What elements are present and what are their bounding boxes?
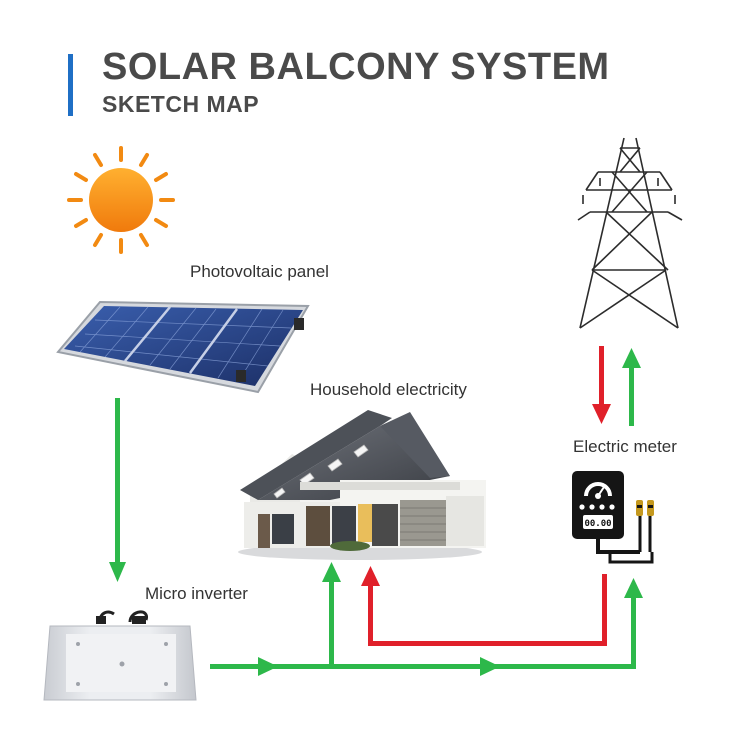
micro-inverter-icon	[43, 610, 197, 701]
electric-meter-icon: 00.00	[572, 471, 654, 564]
label-micro-inverter: Micro inverter	[145, 584, 248, 603]
label-photovoltaic-panel: Photovoltaic panel	[190, 262, 329, 281]
page-subtitle: SKETCH MAP	[102, 91, 260, 117]
meter-lcd-digits: 00.00	[584, 519, 611, 529]
flow-meter-to-grid	[622, 348, 641, 426]
title-accent-bar	[68, 54, 73, 116]
page-title: SOLAR BALCONY SYSTEM	[102, 46, 610, 88]
label-household-electricity: Household electricity	[310, 380, 467, 399]
sun-icon	[67, 146, 175, 254]
label-electric-meter: Electric meter	[573, 437, 677, 456]
flow-grid-to-meter	[592, 346, 611, 424]
flow-panel-to-inverter	[109, 398, 126, 582]
flow-inverter-to-grid	[210, 562, 643, 676]
power-tower-icon	[577, 137, 683, 329]
house-icon	[238, 410, 486, 560]
flow-meter-to-house	[361, 566, 607, 646]
solar-panel-icon	[56, 300, 310, 394]
